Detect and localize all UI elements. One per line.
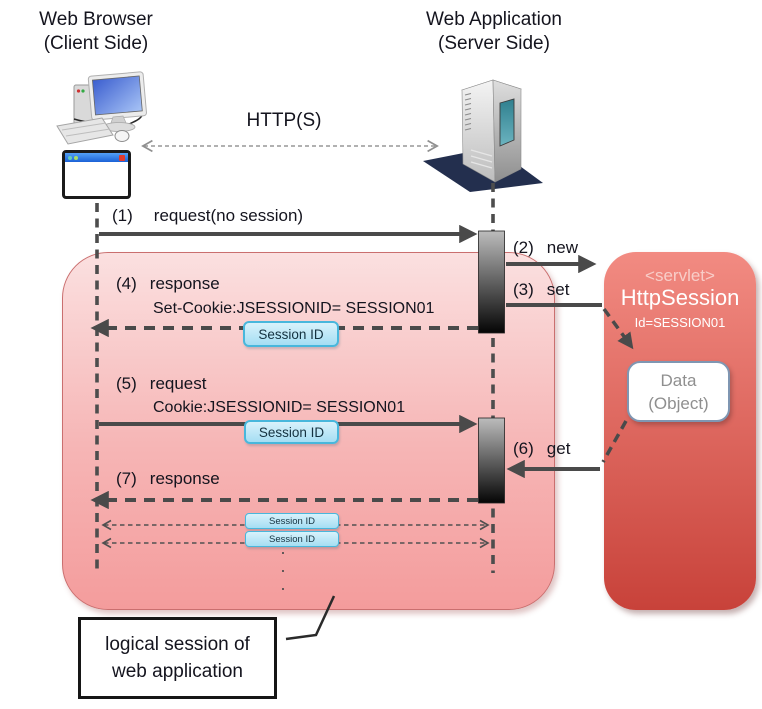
server-icon	[423, 79, 543, 192]
dot: ·	[280, 578, 286, 598]
data-object-line1: Data	[660, 370, 697, 390]
client-computer-icon	[56, 71, 147, 145]
callout-line2: web application	[112, 661, 243, 682]
protocol-label: HTTP(S)	[246, 110, 322, 131]
data-to-get-dashed-line	[601, 420, 628, 463]
titlebar-dot-icon	[68, 155, 72, 160]
mouse-icon	[114, 130, 130, 142]
dot: ·	[280, 560, 286, 580]
httpsession-title: HttpSession	[620, 285, 740, 310]
client-actor-name: Web Browser	[39, 9, 153, 30]
browser-titlebar	[65, 153, 128, 162]
activation-bar-2	[478, 417, 505, 504]
logical-session-callout: logical session of web application	[78, 617, 277, 699]
titlebar-dot-icon	[74, 155, 78, 160]
message-3-label: (3) set	[513, 280, 569, 300]
browser-window-icon	[62, 150, 131, 199]
message-5-num: (5)	[116, 374, 137, 393]
session-id-badge-1: Session ID	[243, 321, 339, 347]
close-icon	[119, 154, 125, 161]
message-2-label: (2) new	[513, 238, 578, 258]
message-3-num: (3)	[513, 280, 534, 299]
monitor-icon	[87, 71, 147, 121]
message-7-label: (7) response	[116, 469, 220, 489]
session-id-value: Id=SESSION01	[634, 315, 726, 330]
callout-connector-line	[285, 595, 336, 641]
data-object-line2: (Object)	[648, 393, 709, 413]
message-4-detail: Set-Cookie:JSESSIONID= SESSION01	[153, 300, 435, 317]
message-5-label: (5) request	[116, 374, 206, 394]
data-object-box: Data (Object)	[627, 361, 730, 422]
keyboard-icon	[56, 117, 114, 145]
message-6-label: (6) get	[513, 439, 570, 459]
message-7-num: (7)	[116, 469, 137, 488]
message-7-text: response	[149, 469, 220, 488]
session-id-badge-3: Session ID	[245, 513, 339, 529]
message-2-text: new	[546, 238, 578, 257]
message-4-num: (4)	[116, 274, 137, 293]
activation-bar-1	[478, 230, 505, 334]
message-5-text: request	[149, 374, 207, 393]
message-4-text: response	[149, 274, 220, 293]
message-6-num: (6)	[513, 439, 534, 458]
client-actor-label: Web Browser (Client Side)	[1, 8, 191, 56]
server-actor-side: (Server Side)	[438, 33, 550, 54]
servlet-stereotype: <servlet>	[645, 266, 715, 285]
server-actor-label: Web Application (Server Side)	[399, 8, 589, 56]
continuation-dots: · · ·	[278, 543, 288, 597]
httpsession-box: <servlet> HttpSession Id=SESSION01	[604, 252, 756, 610]
set-to-data-dashed-arrow	[602, 307, 634, 350]
message-1-label: (1) request(no session)	[112, 206, 303, 226]
server-actor-name: Web Application	[426, 9, 562, 30]
message-3-text: set	[546, 280, 570, 299]
message-1-text: request(no session)	[153, 206, 304, 225]
message-2-num: (2)	[513, 238, 534, 257]
dot: ·	[280, 542, 286, 562]
message-5-detail: Cookie:JSESSIONID= SESSION01	[153, 399, 406, 416]
message-4-label: (4) response	[116, 274, 220, 294]
client-actor-side: (Client Side)	[43, 33, 149, 54]
message-6-text: get	[546, 439, 571, 458]
session-id-badge-4: Session ID	[245, 531, 339, 547]
session-id-badge-2: Session ID	[244, 420, 339, 444]
callout-line1: logical session of	[105, 634, 250, 655]
message-1-num: (1)	[112, 206, 133, 225]
